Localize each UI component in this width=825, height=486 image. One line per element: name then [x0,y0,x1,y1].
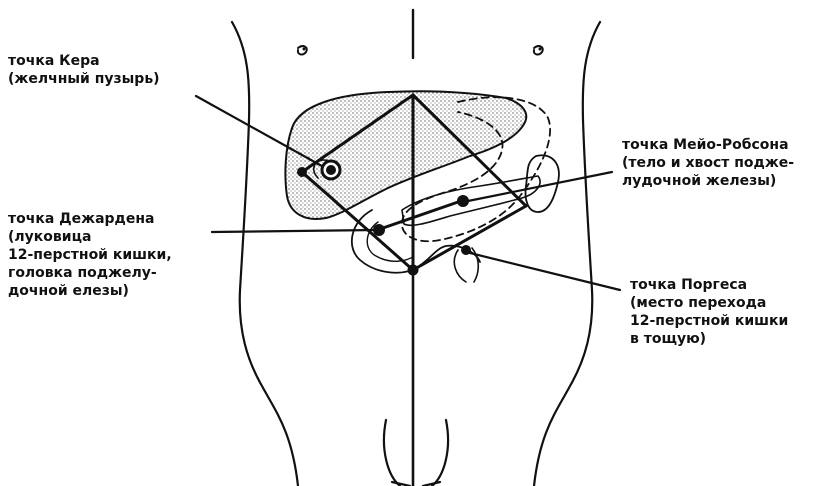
label-ker: точка Кера (желчный пузырь) [8,52,160,88]
point-porges-marker [461,245,471,255]
point-dejardin-marker [373,224,385,236]
label-porges: точка Поргеса (место перехода 12-перстно… [630,276,788,348]
label-dejardin-desc-3: головка поджелу- [8,264,172,282]
point-ker-secondary-marker [297,167,307,177]
label-porges-desc-3: в тощую) [630,330,788,348]
liver [285,91,526,219]
label-dejardin-desc-4: дочной елезы) [8,282,172,300]
label-mayo-robson-title: точка Мейо-Робсона [622,136,794,154]
label-mayo-robson-desc-1: (тело и хвост подже- [622,154,794,172]
nipple-left [298,46,307,54]
leader-porges [466,252,620,290]
label-mayo-robson: точка Мейо-Робсона (тело и хвост подже- … [622,136,794,190]
leader-dejardin [212,230,376,232]
label-ker-title: точка Кера [8,52,160,70]
label-porges-desc-2: 12-перстной кишки [630,312,788,330]
label-ker-desc: (желчный пузырь) [8,70,160,88]
nipple-right [534,46,543,54]
label-dejardin: точка Дежардена (луковица 12-перстной ки… [8,210,172,300]
label-porges-title: точка Поргеса [630,276,788,294]
point-ker-marker [322,161,340,179]
label-dejardin-desc-2: 12-перстной кишки, [8,246,172,264]
point-mayo-robson-marker [457,195,469,207]
label-mayo-robson-desc-2: лудочной железы) [622,172,794,190]
label-dejardin-desc-1: (луковица [8,228,172,246]
label-porges-desc-1: (место перехода [630,294,788,312]
navel-marker [408,265,419,276]
label-dejardin-title: точка Дежардена [8,210,172,228]
